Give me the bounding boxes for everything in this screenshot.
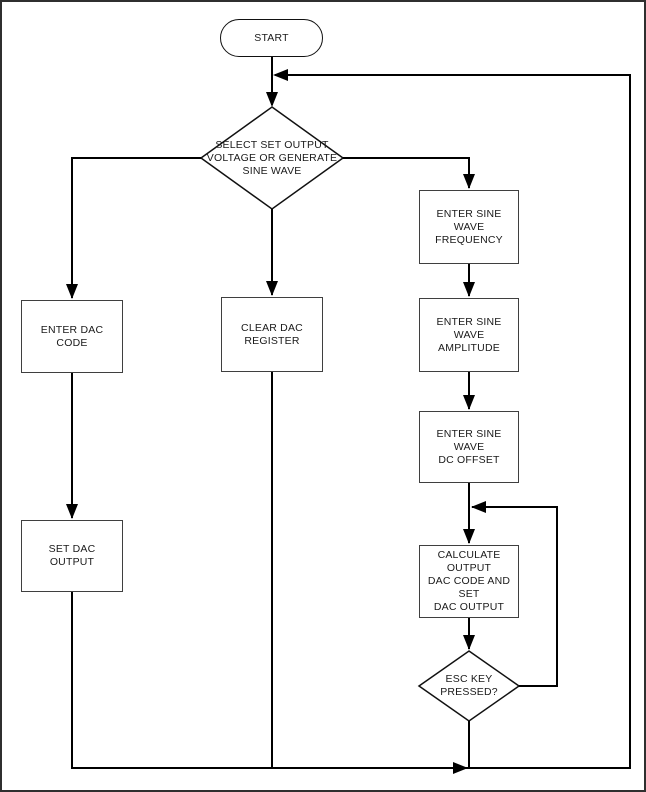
node-clear-dac-register-label: CLEAR DAC REGISTER	[241, 321, 303, 347]
node-enter-sine-frequency: ENTER SINE WAVE FREQUENCY	[419, 190, 519, 264]
node-set-dac-output-label: SET DAC OUTPUT	[48, 543, 96, 568]
arrowhead-rail-rightward	[453, 762, 468, 774]
node-start: START	[220, 19, 323, 57]
arrowhead-into-frequency	[463, 174, 475, 189]
node-esc-key-pressed: ESC KEY PRESSED?	[419, 656, 519, 716]
node-calculate-output: CALCULATE OUTPUT DAC CODE AND SET DAC OU…	[419, 545, 519, 618]
arrowhead-into-amplitude	[463, 282, 475, 297]
node-enter-sine-dc-offset: ENTER SINE WAVE DC OFFSET	[419, 411, 519, 483]
node-enter-sine-amplitude: ENTER SINE WAVE AMPLITUDE	[419, 298, 519, 372]
node-clear-dac-register: CLEAR DAC REGISTER	[221, 297, 323, 372]
arrowhead-into-clear-dac-register	[266, 281, 278, 296]
node-select-mode-label: SELECT SET OUTPUT VOLTAGE OR GENERATE SI…	[206, 138, 338, 177]
node-select-mode: SELECT SET OUTPUT VOLTAGE OR GENERATE SI…	[202, 122, 342, 194]
node-enter-dac-code-label: ENTER DAC CODE	[40, 323, 104, 349]
arrowhead-into-dc-offset	[463, 395, 475, 410]
arrowhead-return-into-main-line	[273, 69, 288, 81]
connector-select-to-frequency	[343, 157, 470, 188]
arrowhead-into-select-diamond	[266, 92, 278, 107]
node-enter-sine-amplitude-label: ENTER SINE WAVE AMPLITUDE	[436, 315, 502, 354]
connector-bottom-rail-and-return-loop	[71, 74, 631, 769]
arrowhead-loop-into-calc-line	[471, 501, 486, 513]
arrowhead-into-esc-diamond	[463, 635, 475, 650]
node-esc-key-pressed-label: ESC KEY PRESSED?	[440, 673, 498, 698]
node-set-dac-output: SET DAC OUTPUT	[21, 520, 123, 592]
node-calculate-output-label: CALCULATE OUTPUT DAC CODE AND SET DAC OU…	[427, 549, 511, 613]
node-start-label: START	[254, 31, 289, 44]
node-enter-dac-code: ENTER DAC CODE	[21, 300, 123, 373]
node-enter-sine-dc-offset-label: ENTER SINE WAVE DC OFFSET	[436, 427, 502, 466]
arrowhead-into-enter-dac-code	[66, 284, 78, 299]
arrowhead-into-set-dac-output	[66, 504, 78, 519]
connector-select-to-enter-dac-code	[71, 157, 201, 298]
node-enter-sine-frequency-label: ENTER SINE WAVE FREQUENCY	[435, 207, 503, 246]
connector-esc-no-loop	[472, 506, 558, 687]
arrowhead-into-calculate	[463, 529, 475, 544]
